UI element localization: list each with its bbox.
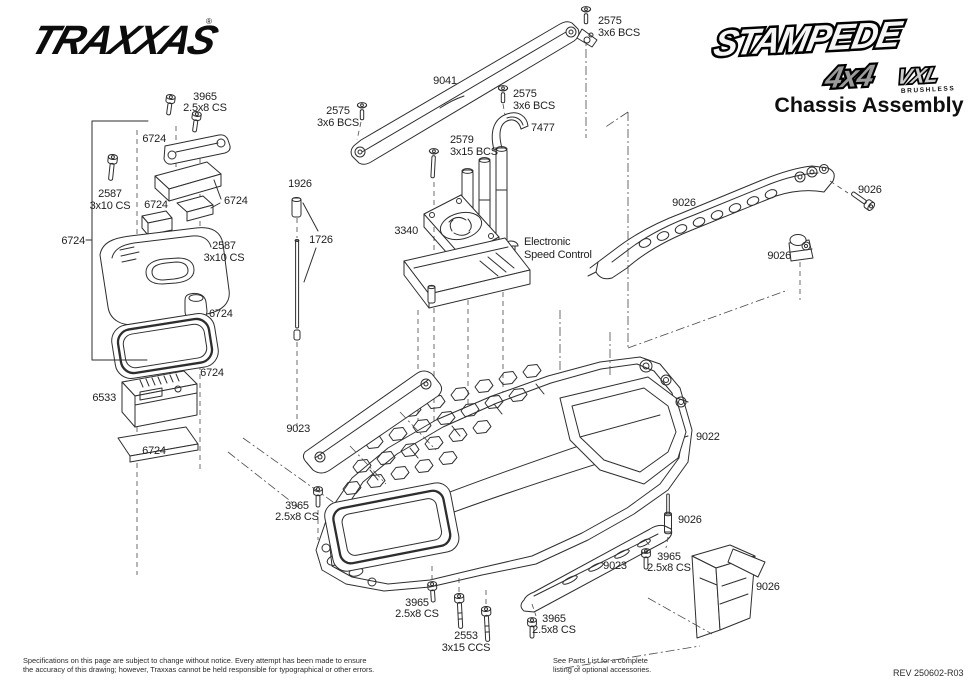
traxxas-logo: TRAXXAS ®	[25, 16, 225, 63]
label-2553: 2553	[454, 630, 478, 642]
screw-2575-top	[580, 6, 592, 25]
label-3965-bottom-mid: 3965	[542, 613, 566, 625]
label-2587-b: 2587	[212, 240, 236, 252]
label-2575-top-spec: 3x6 BCS	[598, 27, 640, 39]
part-9023-left-plate	[302, 370, 443, 474]
part-6724-seal	[111, 313, 219, 379]
footer-disclaimer-line1: Specifications on this page are subject …	[23, 656, 366, 665]
label-2587-a: 2587	[98, 188, 122, 200]
screw-2587-a	[105, 153, 119, 182]
part-9026-skid	[691, 544, 766, 639]
screw-3965-tub-left	[313, 486, 323, 508]
part-6724-foam-blocks	[154, 161, 222, 222]
label-3965-bottom-left-spec: 2.5x8 CS	[395, 608, 439, 620]
label-3965-bottom-mid-spec: 2.5x8 CS	[532, 624, 576, 636]
label-6724-pad: 6724	[142, 445, 166, 457]
label-3965-tub-left: 3965	[285, 500, 309, 512]
label-2587-a-spec: 3x10 CS	[90, 200, 131, 212]
esc-assembly	[403, 146, 531, 309]
label-3965-right: 3965	[657, 551, 681, 563]
part-7477-hook	[491, 112, 529, 151]
label-6724-seal: 6724	[200, 367, 224, 379]
antenna-parts	[291, 197, 319, 341]
label-esc-line2: Speed Control	[524, 249, 592, 261]
esc-cover-stack	[85, 93, 231, 463]
screw-3965-left-a	[163, 93, 177, 116]
label-7477: 7477	[531, 122, 555, 134]
part-6724-clamp-bar	[163, 134, 231, 165]
registered-mark: ®	[206, 17, 212, 26]
part-9041-strap	[350, 21, 598, 165]
label-2587-b-spec: 3x10 CS	[204, 252, 245, 264]
stampede-brushless-text: BRUSHLESS	[901, 85, 956, 95]
footer-parts-note-line2: listing of optional accessories.	[553, 665, 651, 674]
tub-receiver-opening	[324, 482, 460, 572]
part-6724-plug	[141, 210, 173, 236]
label-6724-bracket: 6724	[61, 235, 85, 247]
bracket-6724-group	[85, 120, 149, 361]
label-9022: 9022	[696, 431, 720, 443]
label-3965-left-spec: 2.5x8 CS	[183, 102, 227, 114]
label-9026-screw: 9026	[858, 184, 882, 196]
label-9026-brace: 9026	[672, 197, 696, 209]
label-6724-foam: 6724	[224, 195, 248, 207]
label-2579-spec: 3x15 BCS	[450, 146, 498, 158]
stampede-logo-text: STAMPEDE	[710, 13, 906, 64]
callout-labels: 3965 2.5x8 CS 6724 2587 3x10 CS 6724 672…	[61, 15, 882, 654]
label-2575-left-spec: 3x6 BCS	[317, 117, 359, 129]
screw-3965-left-b	[189, 110, 203, 133]
label-6724-clamp: 6724	[142, 133, 166, 145]
label-esc-line1: Electronic	[524, 236, 571, 248]
label-9026-skid: 9026	[756, 581, 780, 593]
screw-2579	[427, 147, 440, 179]
footer-parts-note-line1: See Parts List for a complete	[553, 656, 648, 665]
construction-lines-over	[227, 111, 849, 669]
label-9023-plate: 9023	[286, 423, 310, 435]
label-1926: 1926	[288, 178, 312, 190]
label-1726: 1726	[309, 234, 333, 246]
stampede-vxl-text: VXL	[895, 63, 941, 89]
screw-2553-a	[453, 592, 466, 630]
label-2575-top: 2575	[598, 15, 622, 27]
label-2575-mid: 2575	[513, 88, 537, 100]
label-2575-left: 2575	[326, 105, 350, 117]
part-esc-base	[403, 237, 531, 309]
part-1926-tube-cap	[291, 197, 302, 218]
footer: Specifications on this page are subject …	[23, 656, 964, 678]
traxxas-logo-text: TRAXXAS	[25, 17, 224, 63]
stampede-logo: STAMPEDE 4x4 VXL BRUSHLESS	[708, 11, 956, 98]
label-6533: 6533	[92, 392, 116, 404]
part-3340-fan	[423, 194, 500, 271]
label-9023-rail: 9023	[603, 560, 627, 572]
part-9026-clamp	[788, 234, 814, 262]
part-1726-antenna-tube	[293, 239, 301, 341]
footer-disclaimer-line2: the accuracy of this drawing; however, T…	[23, 665, 374, 674]
label-3965-left: 3965	[193, 91, 217, 103]
label-9026-standoff: 9026	[678, 514, 702, 526]
label-3965-tub-left-spec: 2.5x8 CS	[275, 511, 319, 523]
label-2575-mid-spec: 3x6 BCS	[513, 100, 555, 112]
screw-2553-b	[480, 605, 493, 643]
part-9026-brace	[587, 164, 835, 280]
label-3340: 3340	[394, 225, 418, 237]
label-6724-plug: 6724	[144, 199, 168, 211]
label-3965-right-spec: 2.5x8 CS	[647, 562, 691, 574]
page-title: Chassis Assembly	[774, 93, 963, 117]
footer-revision: REV 250602-R03	[893, 668, 964, 678]
label-9026-clamp: 9026	[767, 250, 791, 262]
label-9041: 9041	[433, 75, 457, 87]
part-esc-cover	[99, 227, 230, 326]
stampede-4x4-text: 4x4	[822, 59, 878, 95]
part-6724-foam-pad	[117, 426, 199, 463]
part-6533-receiver	[121, 370, 198, 428]
screw-2575-mid	[497, 85, 509, 104]
label-3965-bottom-left: 3965	[405, 597, 429, 609]
label-6724-latch: 6724	[209, 308, 233, 320]
label-2579: 2579	[450, 134, 474, 146]
part-9022-tub	[315, 356, 693, 592]
label-2553-spec: 3x15 CCS	[442, 642, 491, 654]
